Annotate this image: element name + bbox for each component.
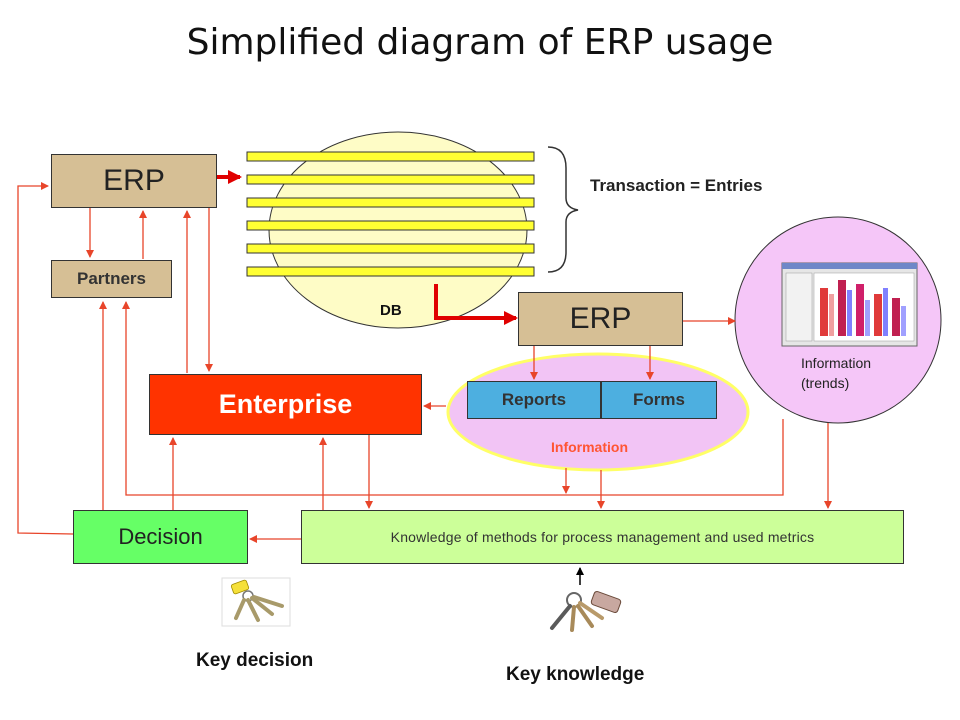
brace-icon (547, 146, 579, 273)
key-decision-icon (221, 577, 291, 627)
db-bar (246, 197, 535, 208)
decision-box: Decision (73, 510, 248, 564)
db-bar (246, 174, 535, 185)
forms-label: Forms (633, 390, 685, 409)
erp-top-box: ERP (51, 154, 217, 208)
db-bar (246, 220, 535, 231)
erp-top-label: ERP (103, 164, 165, 197)
big-arrow (434, 284, 518, 325)
forms-box: Forms (601, 381, 717, 419)
erp-mid-box: ERP (518, 292, 683, 346)
reports-label: Reports (501, 390, 567, 409)
enterprise-label: Enterprise (218, 389, 353, 419)
db-label: DB (380, 302, 402, 319)
db-bar (246, 266, 535, 277)
knowledge-label: Knowledge of methods for process managem… (390, 529, 815, 545)
enterprise-box: Enterprise (149, 374, 422, 435)
db-bar (246, 243, 535, 254)
knowledge-box: Knowledge of methods for process managem… (301, 510, 904, 564)
trends-chart-icon (781, 262, 918, 347)
key-knowledge-label: Key knowledge (506, 664, 645, 685)
information-label: Information (551, 439, 628, 455)
db-bars (246, 151, 535, 277)
transaction-label: Transaction = Entries (590, 176, 763, 195)
page-title: Simplified diagram of ERP usage (186, 22, 774, 63)
partners-box: Partners (51, 260, 172, 298)
arrow (122, 301, 784, 496)
key-decision-label: Key decision (196, 650, 314, 671)
trends-label-line1: Information (801, 355, 872, 371)
reports-box: Reports (467, 381, 601, 419)
db-bar (246, 151, 535, 162)
decision-label: Decision (118, 524, 203, 549)
partners-label: Partners (77, 269, 146, 288)
trends-label-line2: (trends) (801, 375, 850, 391)
arrow (17, 182, 74, 535)
erp-mid-label: ERP (569, 302, 632, 335)
key-knowledge-icon (550, 590, 622, 632)
